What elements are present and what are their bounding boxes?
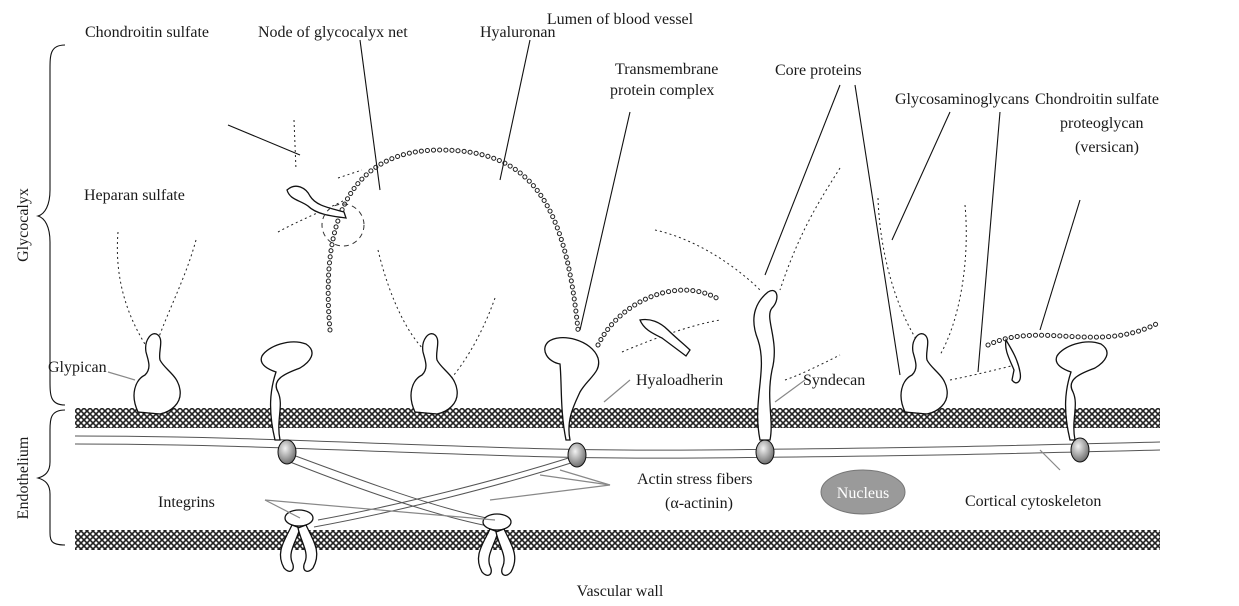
actin-label-1: Actin stress fibers — [637, 471, 753, 488]
node-protein-3 — [1006, 340, 1021, 383]
glycosaminoglycans-label: Glycosaminoglycans — [895, 91, 1029, 108]
csp-label-3: (versican) — [1075, 139, 1139, 156]
adhesion-plaque-2 — [568, 443, 586, 467]
heparan-sulfate-label: Heparan sulfate — [84, 187, 185, 204]
csp-label-2: proteoglycan — [1060, 115, 1144, 132]
actin-stress-fibers — [280, 452, 578, 527]
adhesion-plaque-1 — [278, 440, 296, 464]
versican-core — [901, 334, 947, 414]
basal-membrane — [75, 530, 1160, 550]
glycocalyx-brace — [38, 45, 65, 405]
apical-membrane — [75, 408, 1160, 428]
vascular-wall-label: Vascular wall — [577, 583, 664, 600]
cortical-cytoskeleton — [75, 436, 1160, 458]
actin-label-2: (α-actinin) — [665, 495, 733, 512]
glypican-protein — [134, 334, 180, 414]
node-protein-2 — [640, 319, 690, 356]
endothelium-brace — [38, 410, 65, 545]
csp-label-1: Chondroitin sulfate — [1035, 91, 1159, 108]
glycocalyx-label: Glycocalyx — [15, 188, 32, 262]
syndecan-label: Syndecan — [803, 372, 865, 389]
hyaluronan-label: Hyaluronan — [480, 24, 556, 41]
transmembrane-label-1: Transmembrane — [615, 61, 718, 78]
node-protein-1 — [287, 186, 346, 218]
hyaloadherin-label: Hyaloadherin — [636, 372, 723, 389]
hyaluronan-chain — [328, 150, 578, 330]
adhesion-plaque-3 — [756, 440, 774, 464]
integrins-label: Integrins — [158, 494, 215, 511]
chondroitin-sulfate-label: Chondroitin sulfate — [85, 24, 209, 41]
nucleus-label: Nucleus — [837, 485, 889, 502]
glypican-label: Glypican — [48, 359, 107, 376]
lumen-label: Lumen of blood vessel — [547, 11, 694, 28]
glypican-protein-2 — [411, 334, 457, 414]
cortical-label: Cortical cytoskeleton — [965, 493, 1101, 510]
adhesion-plaque-4 — [1071, 438, 1089, 462]
transmembrane-label-2: protein complex — [610, 82, 714, 99]
node-label: Node of glycocalyx net — [258, 24, 408, 41]
endothelium-label: Endothelium — [15, 436, 32, 519]
leader-lines — [108, 40, 1080, 520]
hyaluronan-chain-3 — [988, 322, 1160, 345]
core-proteins-label: Core proteins — [775, 62, 862, 79]
